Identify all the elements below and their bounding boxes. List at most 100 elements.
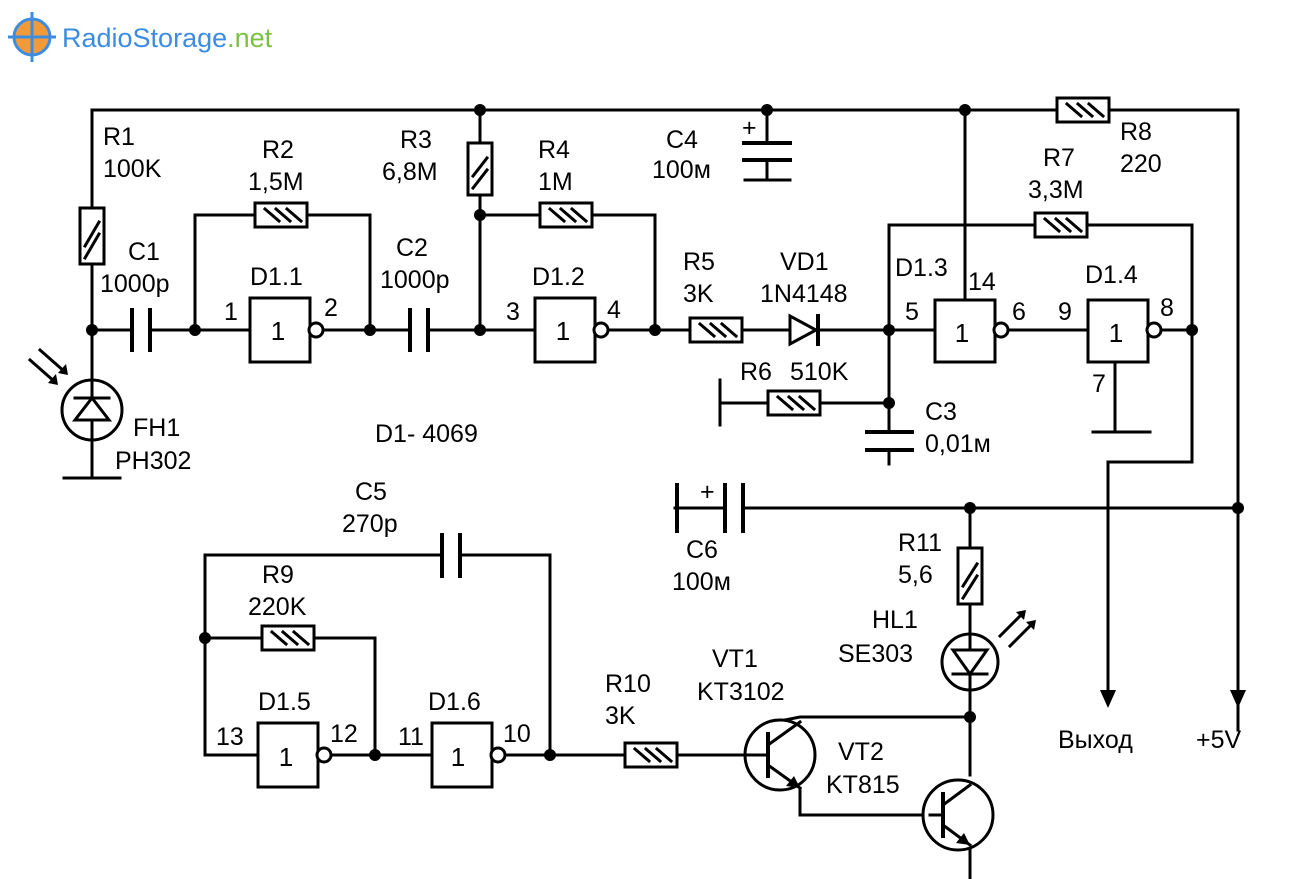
- junction-dots: [86, 104, 1244, 761]
- r11-value: 5,6: [898, 561, 933, 589]
- resistor-R8: [1055, 96, 1111, 124]
- d1-4-pin-gnd: 7: [1092, 370, 1106, 398]
- vd1-ref: VD1: [780, 248, 829, 276]
- vt1-ref: VT1: [712, 645, 758, 673]
- led-HL1: [940, 610, 1036, 692]
- r8-ref: R8: [1120, 118, 1152, 146]
- c6-value: 100м: [672, 568, 731, 596]
- inverter-D1-1: 1: [248, 296, 325, 364]
- c4-ref: C4: [666, 126, 698, 154]
- r2-ref: R2: [262, 136, 294, 164]
- fh1-value: PH302: [115, 447, 191, 475]
- capacitor-C5: [440, 533, 462, 578]
- resistor-R10: [623, 741, 679, 769]
- d1-2-pin-out: 4: [607, 296, 621, 324]
- hl1-value: SE303: [838, 640, 913, 668]
- r7-ref: R7: [1043, 144, 1075, 172]
- capacitor-C6: +: [675, 478, 745, 533]
- svg-text:RadioStorage.net: RadioStorage.net: [62, 23, 273, 53]
- d1-6-ref: D1.6: [428, 688, 481, 716]
- radiostorage-logo: RadioStorage.net: [8, 12, 273, 62]
- inverter-D1-4: 1: [1086, 298, 1163, 364]
- output-label: Выход: [1058, 726, 1133, 754]
- d1-1-ref: D1.1: [250, 263, 303, 291]
- r1-ref: R1: [103, 123, 135, 151]
- c4-plus-mark: +: [742, 114, 757, 142]
- transistor-VT1: [743, 718, 817, 792]
- d1-6-pin-out: 10: [503, 720, 531, 748]
- r10-value: 3K: [605, 702, 636, 730]
- r2-value: 1,5M: [248, 168, 304, 196]
- transistor-VT2: [921, 778, 995, 852]
- r9-value: 220K: [248, 593, 307, 621]
- r3-ref: R3: [400, 126, 432, 154]
- c3-ref: C3: [925, 398, 957, 426]
- resistor-R11: [956, 546, 984, 606]
- r7-value: 3,3M: [1028, 176, 1084, 204]
- r6-value: 510K: [790, 358, 849, 386]
- capacitor-C4: +: [742, 114, 792, 162]
- resistor-R2: [253, 201, 309, 229]
- logo-site-text: RadioStorage: [62, 23, 227, 53]
- r8-value: 220: [1120, 150, 1162, 178]
- c1-value: 1000p: [100, 270, 170, 298]
- d1-1-pin-in: 1: [224, 298, 238, 326]
- vt1-value: KT3102: [697, 678, 785, 706]
- r5-ref: R5: [683, 248, 715, 276]
- r6-ref: R6: [740, 358, 772, 386]
- inverter-D1-3: 1: [933, 298, 1010, 364]
- inverter-D1-5: 1: [256, 721, 333, 789]
- diode-VD1: [788, 313, 820, 347]
- d1-3-ref: D1.3: [895, 254, 948, 282]
- d1-4-pin-in: 9: [1058, 298, 1072, 326]
- logo-tld-text: .net: [227, 23, 273, 53]
- labels: R1 100K R2 1,5M R3 6,8M R4 1M R5 3K R6 5…: [100, 118, 1242, 799]
- d1-5-symbol: 1: [279, 742, 293, 772]
- d1-2-ref: D1.2: [532, 263, 585, 291]
- d1-3-symbol: 1: [955, 318, 969, 348]
- c5-value: 270p: [342, 510, 398, 538]
- c1-ref: C1: [128, 238, 160, 266]
- d1-5-pin-in: 13: [216, 723, 244, 751]
- r3-value: 6,8M: [382, 158, 438, 186]
- resistor-R6: [766, 389, 822, 417]
- vt2-value: KT815: [826, 771, 900, 799]
- d1-4-pin-out: 8: [1160, 294, 1174, 322]
- vd1-value: 1N4148: [760, 280, 848, 308]
- capacitor-C3: [865, 430, 914, 452]
- d1-2-pin-in: 3: [506, 298, 520, 326]
- capacitor-C1: [130, 308, 152, 352]
- output-arrow: [1100, 690, 1116, 708]
- c2-value: 1000p: [380, 266, 450, 294]
- d1-1-symbol: 1: [271, 316, 285, 346]
- resistor-R5: [688, 316, 744, 344]
- d1-3-pin-out: 6: [1012, 298, 1026, 326]
- d1-4-symbol: 1: [1109, 318, 1123, 348]
- r5-value: 3K: [683, 280, 714, 308]
- r1-value: 100K: [103, 155, 162, 183]
- inverter-D1-6: 1: [430, 721, 507, 789]
- inverter-D1-2: 1: [533, 296, 610, 364]
- r4-ref: R4: [538, 136, 570, 164]
- vt2-ref: VT2: [838, 738, 884, 766]
- r4-value: 1M: [538, 168, 573, 196]
- resistor-R7: [1033, 211, 1089, 239]
- c2-ref: C2: [396, 234, 428, 262]
- d1-5-pin-out: 12: [330, 720, 358, 748]
- c6-ref: C6: [686, 536, 718, 564]
- c3-value: 0,01м: [925, 430, 991, 458]
- d1-5-ref: D1.5: [258, 688, 311, 716]
- resistor-R9: [260, 624, 316, 652]
- c5-ref: C5: [355, 478, 387, 506]
- r9-ref: R9: [262, 561, 294, 589]
- r10-ref: R10: [605, 670, 651, 698]
- d1-6-pin-in: 11: [398, 723, 424, 751]
- d1-2-symbol: 1: [556, 316, 570, 346]
- photodiode-FH1: [27, 347, 124, 442]
- fh1-ref: FH1: [133, 414, 180, 442]
- d1-4-ref: D1.4: [1085, 261, 1138, 289]
- resistor-R1: [78, 206, 106, 266]
- vcc-label: +5V: [1196, 726, 1242, 754]
- d1-6-symbol: 1: [451, 742, 465, 772]
- hl1-ref: HL1: [872, 606, 918, 634]
